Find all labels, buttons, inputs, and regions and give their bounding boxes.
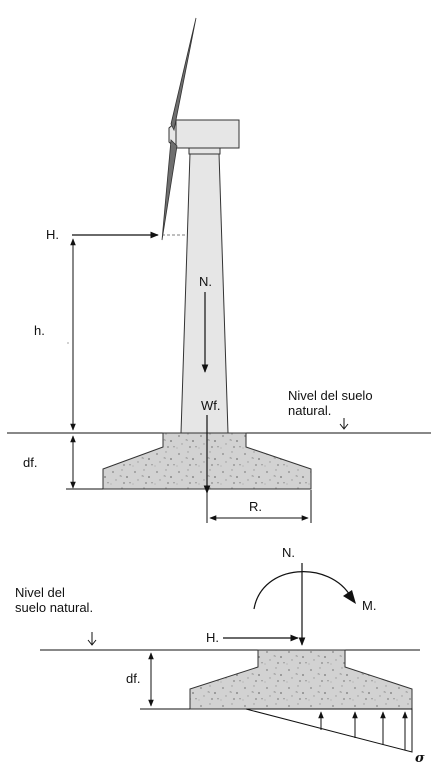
- sigma-label: σ: [415, 751, 425, 766]
- upper-blade: [170, 17, 197, 132]
- top-r-label: R.: [249, 499, 262, 514]
- top-h-dimension-label: h.: [34, 323, 45, 338]
- bottom-n-label: N.: [282, 545, 295, 560]
- top-ground-marker-head: [339, 423, 349, 430]
- bottom-df-label: df.: [126, 671, 140, 686]
- top-wf-label: Wf.: [201, 398, 221, 413]
- top-ground-label-2: natural.: [288, 403, 331, 418]
- pressure-distribution: [245, 708, 413, 753]
- top-dot-mark: [67, 342, 69, 344]
- bottom-figure: Nivel del suelo natural. N. M. H. df. σ: [15, 545, 425, 766]
- bottom-ground-label-1: Nivel del: [15, 585, 65, 600]
- top-h-label: H.: [46, 227, 59, 242]
- bottom-h-label: H.: [206, 630, 219, 645]
- bottom-footing: [189, 649, 413, 710]
- bottom-moment-arc: [253, 571, 352, 610]
- nacelle: [175, 119, 240, 149]
- bottom-ground-marker-head: [87, 639, 97, 646]
- top-n-label: N.: [199, 274, 212, 289]
- lower-blade: [161, 139, 178, 241]
- bottom-moment-arrowhead: [343, 590, 356, 604]
- top-figure: H. h. N. Wf. df. R. Nivel del suelo natu…: [7, 17, 431, 523]
- top-df-label: df.: [23, 455, 37, 470]
- bottom-m-label: M.: [362, 598, 376, 613]
- top-ground-label-1: Nivel del suelo: [288, 388, 373, 403]
- bottom-ground-label-2: suelo natural.: [15, 600, 93, 615]
